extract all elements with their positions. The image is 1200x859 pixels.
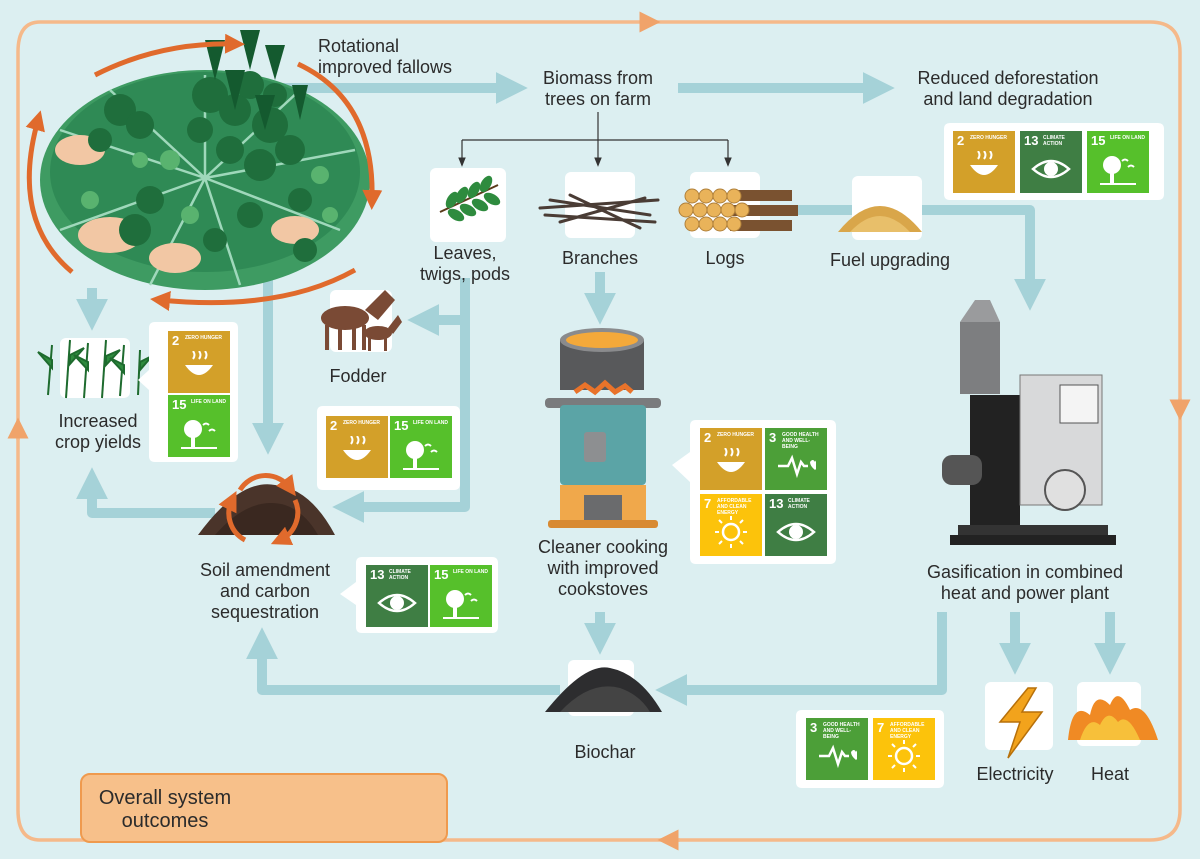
- sdg-title: AFFORDABLE AND CLEAN ENERGY: [890, 722, 925, 740]
- sdg-2-tile: 2 ZERO HUNGER: [953, 131, 1015, 193]
- improved-fallow-farm-illustration: [40, 30, 370, 290]
- sdg-title: ZERO HUNGER: [185, 335, 222, 341]
- sdg-15-tile: 15 LIFE ON LAND: [390, 416, 452, 478]
- sdg-3-tile: 3 GOOD HEALTH AND WELL-BEING: [806, 718, 868, 780]
- sdg-number: 15: [172, 397, 187, 412]
- sdg-number: 13: [370, 567, 385, 582]
- sdg-number: 15: [434, 567, 449, 582]
- sdg-title: LIFE ON LAND: [453, 569, 488, 575]
- logs-illustration: [678, 172, 798, 238]
- sdg-number: 7: [877, 720, 885, 735]
- label-branches: Branches: [561, 248, 639, 268]
- cookstove-illustration: [545, 328, 661, 528]
- label-crop-yields: Increased crop yields: [54, 411, 142, 452]
- eye-globe-icon: [377, 593, 417, 613]
- sdg-title: CLIMATE ACTION: [1043, 135, 1065, 147]
- overall-outcomes-box: Overall system outcomes: [80, 773, 448, 843]
- electricity-illustration: [985, 682, 1053, 759]
- sdg-7-tile: 7 AFFORDABLE AND CLEAN ENERGY: [873, 718, 935, 780]
- sdg-number: 2: [172, 333, 180, 348]
- label-fodder: Fodder: [329, 366, 387, 386]
- sdg-number: 15: [1091, 133, 1106, 148]
- sdg-15-tile: 15 LIFE ON LAND: [168, 395, 230, 457]
- outer-system-loop: [7, 11, 1191, 851]
- sdg-title: ZERO HUNGER: [343, 420, 380, 426]
- label-heat: Heat: [1090, 764, 1130, 784]
- bowl-icon: [343, 436, 371, 460]
- sdg-15-tile: 15 LIFE ON LAND: [430, 565, 492, 627]
- heartbeat-icon: [778, 454, 816, 479]
- goats-illustration: [321, 290, 402, 352]
- sdg-title: AFFORDABLE AND CLEAN ENERGY: [717, 498, 752, 516]
- sun-icon: [888, 740, 920, 772]
- label-rotational-fallows: Rotational improved fallows: [318, 36, 453, 77]
- label-biochar: Biochar: [574, 742, 636, 762]
- branch-split-arrows: [458, 112, 732, 167]
- sdg-number: 13: [1024, 133, 1039, 148]
- sdg-number: 13: [769, 496, 784, 511]
- crops-illustration: [37, 338, 153, 399]
- sdg-title: LIFE ON LAND: [413, 420, 448, 426]
- sdg-7-tile: 7 AFFORDABLE AND CLEAN ENERGY: [700, 494, 762, 556]
- sdg-number: 3: [810, 720, 818, 735]
- label-electricity: Electricity: [976, 764, 1054, 784]
- sdg-15-tile: 15 LIFE ON LAND: [1087, 131, 1149, 193]
- bowl-icon: [717, 448, 745, 472]
- sdg-number: 3: [769, 430, 777, 445]
- label-soil-amendment: Soil amendment and carbon sequestration: [199, 560, 331, 622]
- eye-globe-icon: [776, 522, 816, 542]
- label-leaves: Leaves, twigs, pods: [419, 243, 511, 284]
- tree-icon: [181, 420, 217, 449]
- tree-icon: [443, 590, 479, 619]
- wood-chips-illustration: [838, 176, 922, 240]
- tree-icon: [403, 441, 439, 470]
- label-reduced-deforestation: Reduced deforestation and land degradati…: [917, 68, 1099, 109]
- bowl-icon: [970, 151, 998, 175]
- sdg-title: LIFE ON LAND: [1110, 135, 1145, 141]
- sdg-13-tile: 13 CLIMATE ACTION: [366, 565, 428, 627]
- tree-icon: [1100, 156, 1136, 185]
- branches-illustration: [538, 172, 660, 238]
- sdg-number: 2: [957, 133, 965, 148]
- gasifier-plant-illustration: [942, 300, 1116, 545]
- soil-compost-illustration: [198, 473, 335, 546]
- sdg-title: CLIMATE ACTION: [788, 498, 810, 510]
- sdg-2-tile: 2 ZERO HUNGER: [700, 428, 762, 490]
- sdg-number: 7: [704, 496, 712, 511]
- biochar-illustration: [545, 660, 662, 716]
- sdg-title: LIFE ON LAND: [191, 399, 226, 405]
- eye-globe-icon: [1031, 159, 1071, 179]
- sdg-13-tile: 13 CLIMATE ACTION: [765, 494, 827, 556]
- sdg-number: 2: [704, 430, 712, 445]
- label-biomass: Biomass from trees on farm: [542, 68, 654, 109]
- leaves-illustration: [430, 168, 506, 242]
- label-logs: Logs: [705, 248, 745, 268]
- sdg-2-tile: 2 ZERO HUNGER: [326, 416, 388, 478]
- label-cleaner-cooking: Cleaner cooking with improved cookstoves: [537, 537, 669, 599]
- sdg-number: 15: [394, 418, 409, 433]
- sdg-title: CLIMATE ACTION: [389, 569, 411, 581]
- heat-illustration: [1068, 682, 1158, 746]
- bowl-icon: [185, 351, 213, 375]
- sdg-13-tile: 13 CLIMATE ACTION: [1020, 131, 1082, 193]
- rotation-arrows: [25, 33, 383, 311]
- label-gasification: Gasification in combined heat and power …: [926, 562, 1124, 603]
- label-fuel-upgrading: Fuel upgrading: [829, 250, 951, 270]
- sun-icon: [715, 516, 747, 548]
- sdg-title: GOOD HEALTH AND WELL-BEING: [823, 722, 860, 740]
- sdg-title: GOOD HEALTH AND WELL-BEING: [782, 432, 819, 450]
- sdg-number: 2: [330, 418, 338, 433]
- label-overall-outcomes: Overall system outcomes: [98, 787, 232, 832]
- sdg-title: ZERO HUNGER: [717, 432, 754, 438]
- sdg-2-tile: 2 ZERO HUNGER: [168, 331, 230, 393]
- sdg-3-tile: 3 GOOD HEALTH AND WELL-BEING: [765, 428, 827, 490]
- heartbeat-icon: [819, 744, 857, 769]
- sdg-title: ZERO HUNGER: [970, 135, 1007, 141]
